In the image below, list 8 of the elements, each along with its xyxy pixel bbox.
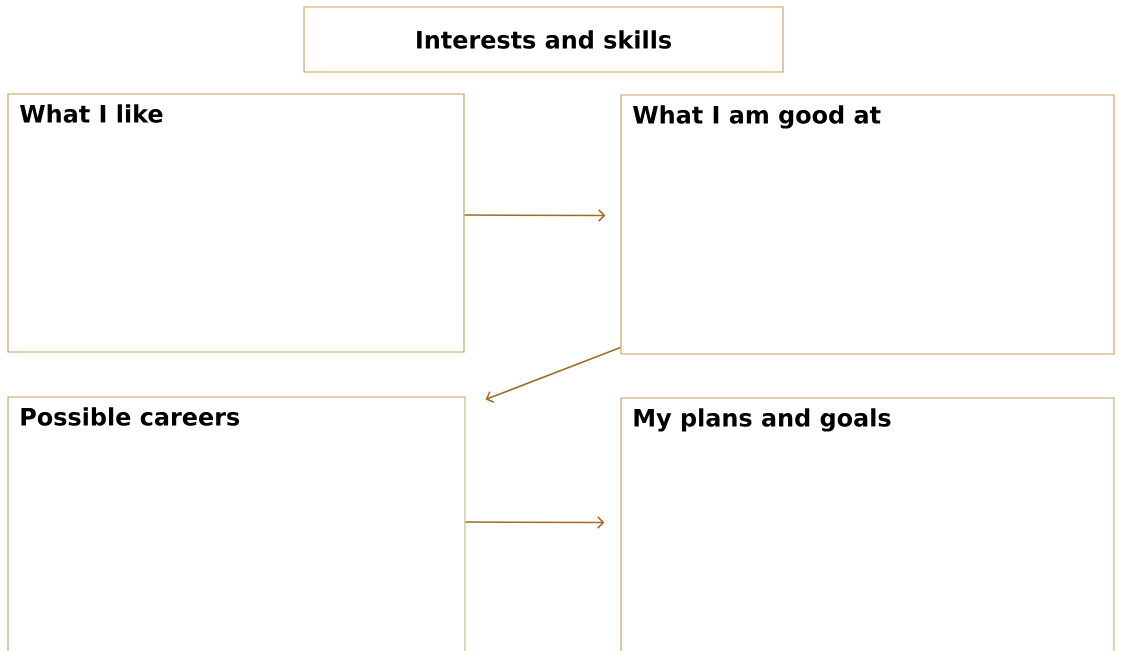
writing-box: What I am good at <box>620 94 1115 355</box>
arrow <box>485 346 622 404</box>
arrow <box>463 209 606 222</box>
title-box: Interests and skills <box>303 6 784 73</box>
arrow <box>464 516 605 529</box>
writing-box: What I like <box>7 93 465 353</box>
writing-box: Possible careers <box>7 396 466 651</box>
writing-box: My plans and goals <box>620 397 1115 651</box>
